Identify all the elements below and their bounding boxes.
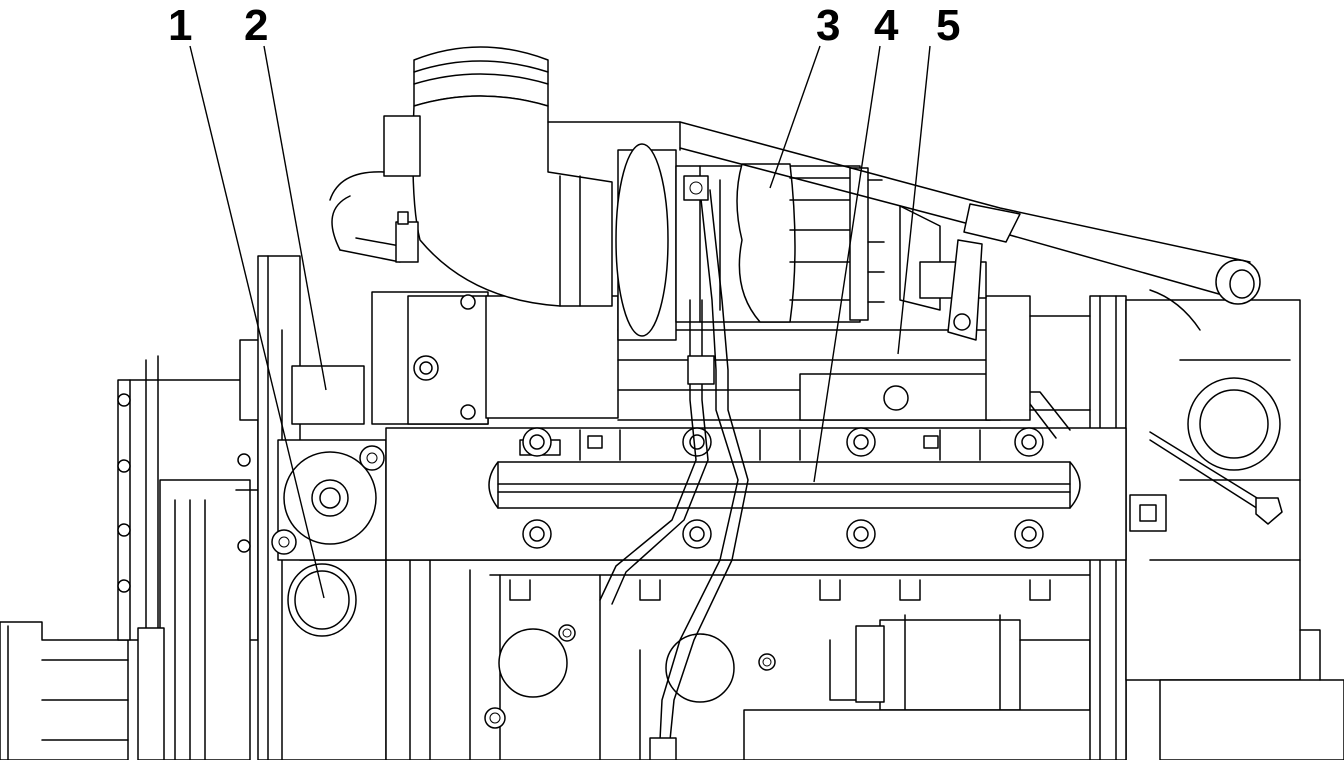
leader-line-2 — [264, 46, 326, 390]
callout-4: 4 — [874, 1, 899, 50]
boost-pipe — [680, 122, 1260, 340]
callout-3: 3 — [816, 1, 840, 50]
leader-line-5 — [898, 46, 930, 354]
callout-leaders — [190, 46, 930, 598]
oil-feed-pipe — [600, 176, 748, 760]
turbocharger — [616, 144, 986, 340]
manifold-bolts — [523, 428, 1043, 548]
callout-labels: 1 2 3 4 5 — [168, 1, 960, 50]
air-intake-hose — [330, 47, 680, 306]
callout-1: 1 — [168, 1, 192, 50]
intake-housing — [372, 292, 1090, 438]
starter-motor — [744, 615, 1104, 760]
leader-line-1 — [190, 46, 324, 598]
leader-line-4 — [814, 46, 880, 482]
right-side-assembly — [1090, 296, 1344, 760]
crank-pulley-assembly — [0, 340, 262, 760]
callout-2: 2 — [244, 1, 268, 50]
exhaust-manifold — [386, 428, 1126, 560]
thermostat-housing — [272, 366, 386, 636]
leader-line-3 — [770, 46, 820, 188]
callout-5: 5 — [936, 1, 960, 50]
